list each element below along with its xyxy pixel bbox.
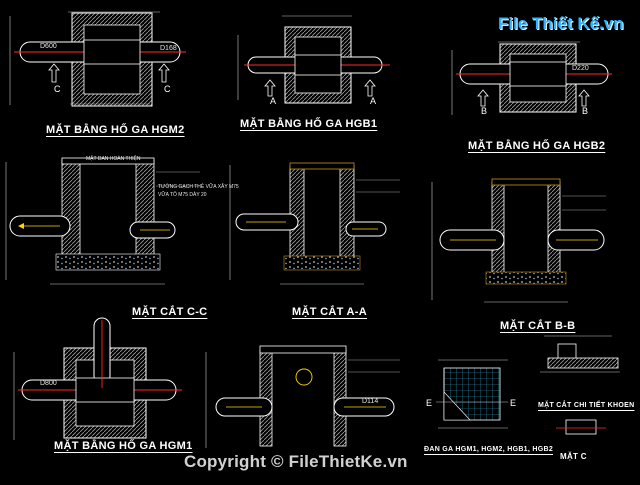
title-section-cc: MẶT CẮT C-C [132, 306, 208, 318]
pipe-label-d600: D600 [40, 43, 57, 50]
title-mat-c: MẶT C [560, 452, 587, 461]
title-section-aa: MẶT CẮT A-A [292, 306, 367, 318]
section-a-a [229, 162, 400, 285]
section-mark-b-right: B [582, 106, 589, 116]
hgb1-plan [237, 15, 390, 104]
hgb2-plan [451, 41, 612, 115]
section-mark-c-left: C [54, 84, 61, 94]
title-hgb1: MẶT BẰNG HỐ GA HGB1 [240, 118, 378, 130]
title-section-bb: MẶT CẮT B-B [500, 320, 576, 332]
section-mark-a-left: A [270, 96, 277, 106]
pipe-label-d220: D220 [572, 65, 589, 72]
section-mark-e-right: E [510, 398, 517, 408]
section-b-b [431, 178, 606, 303]
section-c-c [5, 157, 200, 285]
section-bottom-middle [205, 345, 400, 448]
section-mark-e-left: E [426, 398, 433, 408]
title-hgm2: MẶT BẰNG HỐ GA HGM2 [46, 124, 185, 136]
pipe-label-d114: D114 [362, 398, 379, 405]
title-hgb2: MẶT BẰNG HỐ GA HGB2 [468, 140, 606, 152]
title-khoen: MẶT CẮT CHI TIẾT KHOEN [538, 402, 635, 409]
khoen-detail [540, 335, 620, 435]
note-finish-surface: MẶT ĐAN HOÀN THIỆN [86, 156, 141, 162]
section-mark-a-right: A [370, 96, 377, 106]
title-hgm1: MẶT BẰNG HỐ GA HGM1 [54, 440, 193, 452]
hgm1-plan [13, 317, 182, 440]
note-brick-wall: TƯỜNG GẠCH THẺ VỮA XÂY M75 [158, 184, 239, 190]
pipe-label-d800: D800 [40, 380, 57, 387]
hgm2-plan [9, 11, 186, 107]
watermark-logo: File Thiết Kế.vn [498, 14, 624, 33]
note-plaster: VỮA TÔ M75 DÀY 20 [158, 192, 207, 198]
pipe-label-d168: D168 [160, 45, 177, 52]
watermark-copyright: Copyright © FileThietKe.vn [184, 452, 408, 471]
title-dan-ga: ĐAN GA HGM1, HGM2, HGB1, HGB2 [424, 446, 554, 453]
dan-ga-detail [436, 359, 508, 429]
section-mark-c-right: C [164, 84, 171, 94]
section-mark-b-left: B [481, 106, 488, 116]
